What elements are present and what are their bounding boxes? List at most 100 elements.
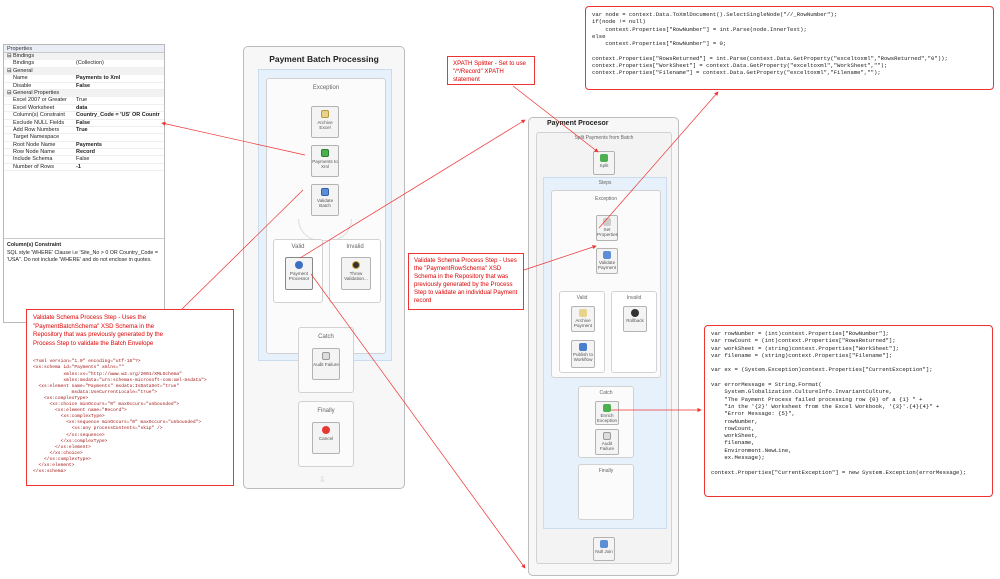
payment-processor-activity[interactable]: Payment Processor <box>285 257 313 290</box>
procesor-finally-section: Finally <box>578 464 634 520</box>
split-activity[interactable]: Split <box>593 151 615 175</box>
property-category[interactable]: ⊟Bindings <box>4 53 164 61</box>
property-value[interactable]: Record <box>76 149 95 156</box>
property-value[interactable]: True <box>76 126 88 133</box>
throw-validation-activity[interactable]: Throw Validation... <box>341 257 371 290</box>
property-row[interactable]: Disable False <box>4 83 164 90</box>
property-row[interactable]: Bindings (Collection) <box>4 60 164 68</box>
code-line: var ex = (System.Exception)context.Prope… <box>711 366 933 374</box>
property-value[interactable]: Payments <box>76 141 102 148</box>
property-category[interactable]: ⊟General <box>4 67 164 76</box>
code-line: "Error Message: {5}", <box>711 410 795 418</box>
batch-catch-section: Catch Audit Failure <box>298 327 354 393</box>
procesor-audit-icon <box>603 432 611 440</box>
property-value[interactable]: (Collection) <box>76 60 104 67</box>
property-value[interactable]: False <box>76 119 91 126</box>
payment-processor-label: Payment Processor <box>288 271 310 282</box>
validate-batch-label: Validate Batch <box>316 198 334 209</box>
procesor-invalid-branch: Invalid Rollback <box>611 291 657 373</box>
batch-exception-section: Exception Archive Excel Payments to Xml … <box>266 78 386 354</box>
property-row[interactable]: Number of Rows -1 <box>4 163 164 172</box>
enrich-exception-activity[interactable]: Enrich Exception <box>595 401 619 425</box>
xml-line: </xs:sequence> <box>33 432 105 438</box>
arrow-processor-down <box>310 273 526 569</box>
property-value[interactable]: -1 <box>76 163 81 170</box>
code-line: var node = context.Data.ToXmlDocument().… <box>592 11 838 18</box>
property-name: Bindings <box>13 60 35 67</box>
code-line: context.Properties["RowNumber"] = 0; <box>592 40 727 48</box>
procesor-audit-activity[interactable]: Audit Failure <box>595 429 619 455</box>
rollback-activity[interactable]: Rollback <box>623 306 647 332</box>
batch-invalid-branch: Invalid Throw Validation... <box>329 239 381 303</box>
xml-line: </xs:element> <box>33 462 75 468</box>
collapse-icon[interactable]: ⊟ <box>7 53 12 59</box>
validate-payment-activity[interactable]: Validate Payment <box>596 248 618 274</box>
procesor-audit-label: Audit Failure <box>599 441 615 452</box>
xml-line: </xs:complexType> <box>33 456 91 462</box>
set-properties-icon <box>603 218 611 226</box>
description-title: Column(s) Constraint <box>7 242 62 248</box>
property-value[interactable]: data <box>76 104 88 111</box>
cancel-activity[interactable]: Cancel <box>312 422 340 454</box>
cancel-icon <box>322 426 330 434</box>
audit-failure-activity[interactable]: Audit Failure <box>312 348 340 380</box>
rollback-icon <box>631 309 639 317</box>
property-category[interactable]: ⊟General Properties <box>4 89 164 98</box>
batch-finally-section: Finally Cancel <box>298 401 354 467</box>
steps-label: Steps <box>598 180 612 186</box>
split-section: Split Payments from Batch Split Steps Ex… <box>536 132 672 564</box>
property-value[interactable]: True <box>76 97 88 104</box>
property-name: Excel Worksheet <box>13 104 55 111</box>
set-properties-activity[interactable]: Set Properties <box>596 215 618 241</box>
batch-valid-label: Valid <box>291 244 305 250</box>
xpath-callout: XPATH Splitter - Set to use "/*/Record" … <box>447 56 535 85</box>
code-line: var filename = (string)context.Propertie… <box>711 351 893 359</box>
archive-excel-activity[interactable]: Archive Excel <box>311 106 339 138</box>
property-row[interactable]: Name Payments to Xml <box>4 75 164 83</box>
property-category-label: General Properties <box>13 89 60 96</box>
code-line: context.Properties["RowsReturned"] = int… <box>592 54 948 62</box>
code-line: Environment.NewLine, <box>711 446 792 454</box>
code-line: ex.Message); <box>711 454 765 462</box>
set-properties-label: Set Properties <box>597 227 618 238</box>
property-name: Name <box>13 75 28 82</box>
xml-line: </xs:schema> <box>33 469 67 475</box>
property-value[interactable]: Country_Code = 'US' OR Countr <box>76 112 160 119</box>
property-value[interactable]: False <box>76 82 91 89</box>
audit-icon <box>322 352 330 360</box>
procesor-valid-branch: Valid Archive Payment Publish to Workflo… <box>559 291 605 373</box>
procesor-workflow-panel: Payment Procesor Split Payments from Bat… <box>528 117 679 576</box>
code-line: "in the '{2}' Worksheet from the Excel W… <box>711 402 940 410</box>
archive-payment-activity[interactable]: Archive Payment <box>571 306 595 332</box>
xml-line: <xs:sequence minOccurs="0" maxOccurs="un… <box>33 420 202 426</box>
xml-line: <xs:schema id="Payments" xmlns="" <box>33 365 124 371</box>
code-line: var rowNumber = (int)context.Properties[… <box>711 330 889 337</box>
property-value[interactable]: False <box>76 156 90 163</box>
archive-payment-label: Archive Payment <box>573 318 593 329</box>
payments-to-xml-activity[interactable]: Payments to Xml <box>311 145 339 177</box>
procesor-catch-section: Catch Enrich Exception Audit Failure <box>578 386 634 458</box>
property-name: Disable <box>13 82 32 89</box>
validate-payment-icon <box>603 251 611 259</box>
collapse-icon[interactable]: ⊟ <box>7 67 12 74</box>
collapse-icon[interactable]: ⊟ <box>7 89 12 96</box>
batch-end-arrow: ⇩ <box>319 475 326 484</box>
property-row[interactable]: Target Namespace <box>4 134 164 142</box>
null-join-activity[interactable]: Null Join <box>593 537 615 561</box>
code-line: context.Properties["RowNumber"] = int.Pa… <box>592 25 807 33</box>
property-row[interactable]: Excel Worksheet data <box>4 104 164 113</box>
publish-workflow-activity[interactable]: Publish to Workflow <box>571 340 595 368</box>
property-value[interactable]: Payments to Xml <box>76 75 121 82</box>
property-category-label: General <box>13 67 33 74</box>
xml-line: <xs:element name="Payments" msdata:IsDat… <box>33 383 180 389</box>
property-name: Number of Rows <box>13 163 54 170</box>
validate-batch-activity[interactable]: Validate Batch <box>311 184 339 216</box>
